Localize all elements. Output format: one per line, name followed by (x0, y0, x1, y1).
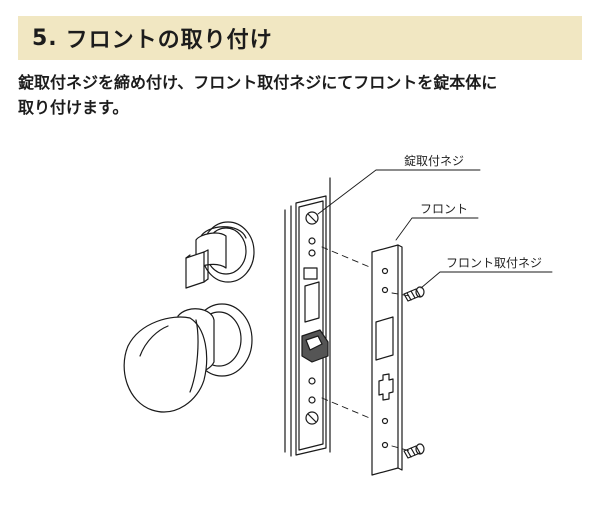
label-front: フロント (420, 202, 469, 216)
instruction-text: 錠取付ネジを締め付け、フロント取付ネジにてフロントを錠本体に 取り付けます。 (18, 70, 588, 120)
lock-body (295, 195, 329, 456)
door-knob (123, 303, 253, 413)
instruction-line-2: 取り付けます。 (18, 98, 129, 117)
front-plate (371, 244, 403, 476)
callout-leaders (317, 169, 553, 289)
section-number: 5. (32, 25, 58, 51)
label-front-screw: フロント取付ネジ (446, 256, 543, 270)
front-screw-top (403, 286, 425, 302)
front-screw-bottom (403, 443, 425, 459)
section-title: フロントの取り付け (65, 28, 273, 53)
thumb-turn (185, 221, 255, 289)
door-edge (284, 177, 331, 457)
label-lock-screw: 錠取付ネジ (404, 154, 465, 168)
instruction-line-1: 錠取付ネジを締め付け、フロント取付ネジにてフロントを錠本体に (18, 73, 498, 92)
section-header: 5. フロントの取り付け (18, 16, 582, 60)
